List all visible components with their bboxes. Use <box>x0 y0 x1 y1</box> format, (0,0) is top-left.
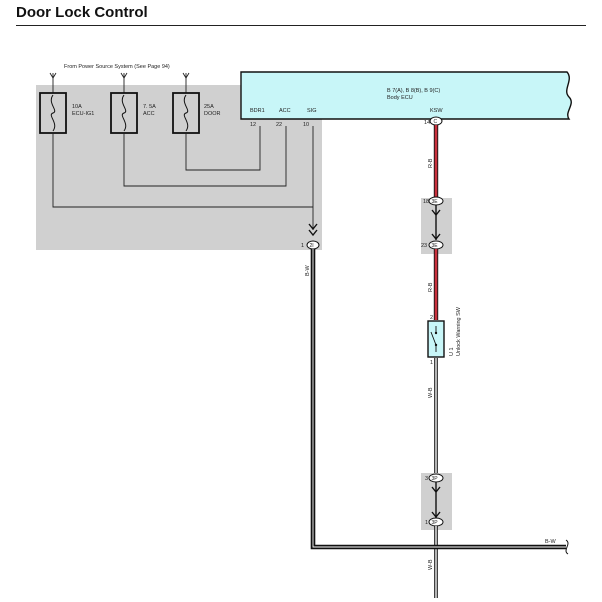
ecu-pin-sig-number: 10 <box>303 122 309 128</box>
switch-id: U 1 <box>449 347 455 356</box>
ecu-pin-ksw-label: KSW <box>430 108 443 114</box>
connector-3e-bottom-id: 3E <box>432 243 439 249</box>
unlock-warning-switch <box>427 320 445 358</box>
connector-3p-bottom: 3P 1 <box>425 517 444 527</box>
connector-3e-bottom: 3E 23 <box>421 240 444 250</box>
fuse-door-rating: 25A <box>204 104 214 110</box>
connector-3p-bottom-pin: 1 <box>425 520 428 526</box>
ecu-pin-sig-label: SIG <box>307 108 316 114</box>
ecu-connector-ids: B 7(A), B 8(B), B 9(C) <box>387 88 440 94</box>
source-note: From Power Source System (See Page 94) <box>64 64 170 70</box>
connector-3p-top-pin: 3 <box>425 476 428 482</box>
fuse-acc-rating: 7. 5A <box>143 104 156 110</box>
ecu-ksw-connector: C <box>429 116 443 126</box>
connector-3p-bottom-id: 3P <box>432 520 439 526</box>
connector-3e-bottom-pin: 23 <box>421 243 427 249</box>
fuse-ecu-ig1-rating: 10A <box>72 104 82 110</box>
wire-wb-1-label: W-B <box>428 387 434 398</box>
switch-pin-top: 2 <box>430 315 433 321</box>
fuse-input-arrows <box>49 72 190 93</box>
title-rule <box>16 25 586 26</box>
connector-3e-top-pin: 18 <box>423 199 429 205</box>
fuse-acc-name: ACC <box>143 111 155 117</box>
connector-2i-id: 2I <box>310 243 314 249</box>
ecu-pin-acc-number: 22 <box>276 122 282 128</box>
connector-3e-arrows <box>431 205 441 241</box>
connector-3e-top: 3E 18 <box>423 196 444 206</box>
ecu-pin-acc-label: ACC <box>279 108 291 114</box>
connector-2i-arrow <box>308 223 318 237</box>
fuse-ecu-ig1-name: ECU-IG1 <box>72 111 94 117</box>
connector-2i: 2I 1 <box>301 240 320 250</box>
connector-2i-pin: 1 <box>301 243 304 249</box>
page-title: Door Lock Control <box>16 4 148 21</box>
connector-3p-arrows <box>431 482 441 519</box>
body-ecu: B 7(A), B 8(B), B 9(C) Body ECU BDR1 ACC… <box>240 71 572 120</box>
ecu-pin-bdr1-number: 12 <box>250 122 256 128</box>
wire-wb-2-label: W-B <box>428 559 434 570</box>
switch-pin-bottom: 1 <box>430 360 433 366</box>
wire-bw-left-label: B-W <box>305 265 311 277</box>
ecu-name: Body ECU <box>387 95 413 101</box>
connector-3e-top-id: 3E <box>432 199 439 205</box>
wire-rb-2-label: R-B <box>428 282 434 292</box>
switch-name: Unlock Warning SW <box>456 306 462 356</box>
connector-3p-top-id: 3P <box>432 476 439 482</box>
wire-bw-ground <box>310 249 569 555</box>
ecu-ksw-connector-id: C <box>434 119 438 125</box>
fuse-door-name: DOOR <box>204 111 221 117</box>
wire-bw-right-label: B-W <box>545 539 557 545</box>
wire-rb-1-label: R-B <box>428 158 434 168</box>
connector-3p-top: 3P 3 <box>425 473 444 483</box>
fuse-to-ecu-wires <box>52 126 314 230</box>
ecu-pin-bdr1-label: BDR1 <box>250 108 265 114</box>
ecu-pin-ksw-number: 14 <box>424 120 430 126</box>
